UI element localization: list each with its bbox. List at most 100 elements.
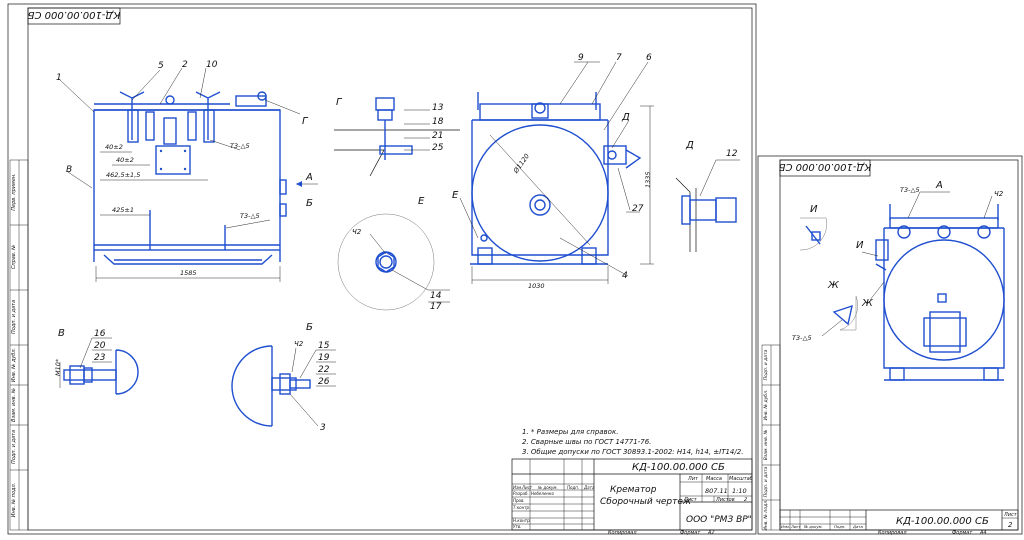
svg-text:Т3-△5: Т3-△5: [900, 186, 920, 194]
svg-text:Ч2: Ч2: [994, 190, 1004, 198]
sheet1-title-block: КД-100.00.000 СБ Крематор Сборочный черт…: [511, 458, 753, 531]
svg-text:23: 23: [94, 353, 106, 363]
svg-text:Ø1120: Ø1120: [511, 152, 531, 175]
svg-text:1:10: 1:10: [732, 487, 747, 495]
svg-text:40±2: 40±2: [105, 143, 123, 151]
svg-text:3. Общие допуски по ГОСТ 30893: 3. Общие допуски по ГОСТ 30893.1-2002: H…: [522, 448, 743, 456]
svg-text:Копировал: Копировал: [608, 530, 637, 536]
svg-text:Подп. и дата: Подп. и дата: [763, 466, 769, 497]
detail-b: Б Ч2 15 19 22 26 3: [231, 322, 336, 433]
svg-text:22: 22: [318, 365, 330, 375]
svg-text:Б: Б: [306, 198, 313, 209]
svg-text:Взам. инв. №: Взам. инв. №: [763, 429, 769, 460]
svg-text:Б: Б: [306, 322, 313, 333]
detail-e: Е Ч2 14 17: [337, 196, 450, 312]
svg-text:Лист: Лист: [790, 524, 801, 529]
svg-text:Листов: Листов: [715, 497, 735, 503]
svg-text:Взам. инв. №: Взам. инв. №: [11, 388, 17, 422]
svg-text:Т3-△5: Т3-△5: [230, 142, 250, 150]
detail-g: Г 13 18 21 25: [334, 97, 460, 177]
svg-text:Формат: Формат: [952, 530, 973, 536]
svg-text:Г: Г: [302, 116, 309, 127]
svg-text:Лит: Лит: [687, 476, 699, 482]
svg-text:Е: Е: [452, 190, 459, 201]
svg-text:Инв. № подл.: Инв. № подл.: [763, 499, 769, 530]
svg-text:Т3-△5: Т3-△5: [792, 334, 812, 342]
svg-text:2. Сварные швы по ГОСТ 14771-7: 2. Сварные швы по ГОСТ 14771-76.: [522, 438, 651, 446]
svg-text:Инв. № дубл.: Инв. № дубл.: [11, 348, 17, 382]
svg-text:1585: 1585: [180, 269, 197, 277]
svg-text:21: 21: [432, 131, 443, 141]
svg-text:Подп.: Подп.: [834, 524, 846, 529]
svg-text:№ докум.: № докум.: [803, 524, 823, 529]
svg-text:13: 13: [432, 103, 444, 113]
svg-text:Т3-△5: Т3-△5: [240, 212, 260, 220]
svg-text:807.11: 807.11: [705, 487, 728, 495]
svg-text:Д: Д: [621, 112, 630, 123]
svg-text:Дата: Дата: [852, 524, 864, 529]
svg-text:Сборочный чертеж: Сборочный чертеж: [600, 497, 692, 507]
sheet1-notes: 1. * Размеры для справок. 2. Сварные швы…: [522, 428, 743, 456]
svg-text:19: 19: [318, 353, 330, 363]
svg-text:Ж: Ж: [861, 298, 874, 309]
svg-text:И: И: [810, 204, 818, 215]
svg-text:14: 14: [430, 291, 442, 301]
svg-text:26: 26: [318, 377, 330, 387]
svg-text:Лист: Лист: [521, 485, 533, 490]
svg-text:Д: Д: [685, 140, 694, 151]
svg-text:Т.контр.: Т.контр.: [513, 505, 530, 510]
svg-text:Изм.: Изм.: [781, 524, 790, 529]
svg-text:А: А: [935, 180, 943, 191]
sheet2-view-a: А Т3-△5 Ч2: [875, 180, 1005, 381]
svg-text:А2: А2: [707, 530, 715, 536]
svg-text:27: 27: [632, 204, 644, 214]
svg-text:№ докум.: № докум.: [537, 485, 558, 490]
svg-text:462,5±1,5: 462,5±1,5: [106, 171, 140, 179]
sheet-1: КД-100.00.000 СБ Перв. примен. Справ. № …: [7, 3, 757, 536]
svg-text:Пров.: Пров.: [513, 498, 525, 503]
svg-text:Справ. №: Справ. №: [11, 245, 17, 269]
svg-text:Изм.: Изм.: [513, 485, 522, 490]
svg-text:Небеленко: Небеленко: [531, 491, 554, 496]
svg-text:Лист: Лист: [1003, 512, 1018, 518]
svg-text:Утв.: Утв.: [513, 524, 521, 529]
svg-text:10: 10: [206, 60, 218, 70]
svg-text:425±1: 425±1: [112, 206, 134, 214]
sheet-2: КД-100.00.000 СБ Подп. и дата Инв. № дуб…: [757, 155, 1023, 536]
svg-text:Г: Г: [336, 97, 343, 108]
svg-text:2: 2: [744, 497, 747, 503]
svg-text:Инв. № подл.: Инв. № подл.: [11, 483, 17, 518]
svg-text:КД-100.00.000 СБ: КД-100.00.000 СБ: [778, 161, 871, 172]
sheet2-title-block: КД-100.00.000 СБ Лист 2 Изм. Лист № доку…: [779, 509, 1019, 531]
svg-text:15: 15: [318, 341, 330, 351]
detail-d: Д 12: [675, 140, 740, 252]
svg-text:Копировал: Копировал: [878, 530, 907, 536]
svg-text:18: 18: [432, 117, 444, 127]
svg-text:Разраб.: Разраб.: [513, 491, 529, 496]
sheet2-corner-code: КД-100.00.000 СБ: [778, 159, 871, 177]
sheet2-left-stamp: Подп. и дата Инв. № дубл. Взам. инв. № П…: [761, 344, 781, 531]
svg-text:В: В: [66, 165, 72, 175]
svg-text:КД-100.00.000 СБ: КД-100.00.000 СБ: [632, 462, 725, 473]
svg-text:В: В: [58, 328, 65, 339]
svg-text:Подп. и дата: Подп. и дата: [11, 300, 17, 334]
front-view: 40±2 40±2 462,5±1,5 425±1 1585 Т3-△5 Т3-…: [56, 60, 318, 282]
sheet2-detail-zh: Ж Т3-△5 Ж: [792, 280, 885, 342]
svg-text:6: 6: [646, 53, 652, 63]
svg-text:1030: 1030: [528, 282, 545, 290]
svg-text:Ж: Ж: [827, 280, 840, 291]
svg-text:Крематор: Крематор: [610, 485, 657, 495]
svg-text:17: 17: [430, 302, 442, 312]
svg-text:1. * Размеры для справок.: 1. * Размеры для справок.: [522, 428, 618, 436]
svg-text:2: 2: [182, 60, 188, 70]
svg-text:Масштаб: Масштаб: [729, 476, 753, 482]
svg-text:Дата: Дата: [583, 485, 595, 490]
sheet2-detail-i: И И: [799, 204, 879, 257]
side-view: 1030 1335 Ø1120 9 7 6 Д Е 27 4: [452, 53, 654, 290]
svg-text:Ч2: Ч2: [294, 340, 304, 348]
svg-text:16: 16: [94, 329, 106, 339]
svg-text:3: 3: [320, 423, 326, 433]
svg-text:Подп. и дата: Подп. и дата: [11, 430, 17, 464]
svg-text:А4: А4: [979, 530, 987, 536]
svg-text:Н.контр.: Н.контр.: [513, 518, 531, 523]
